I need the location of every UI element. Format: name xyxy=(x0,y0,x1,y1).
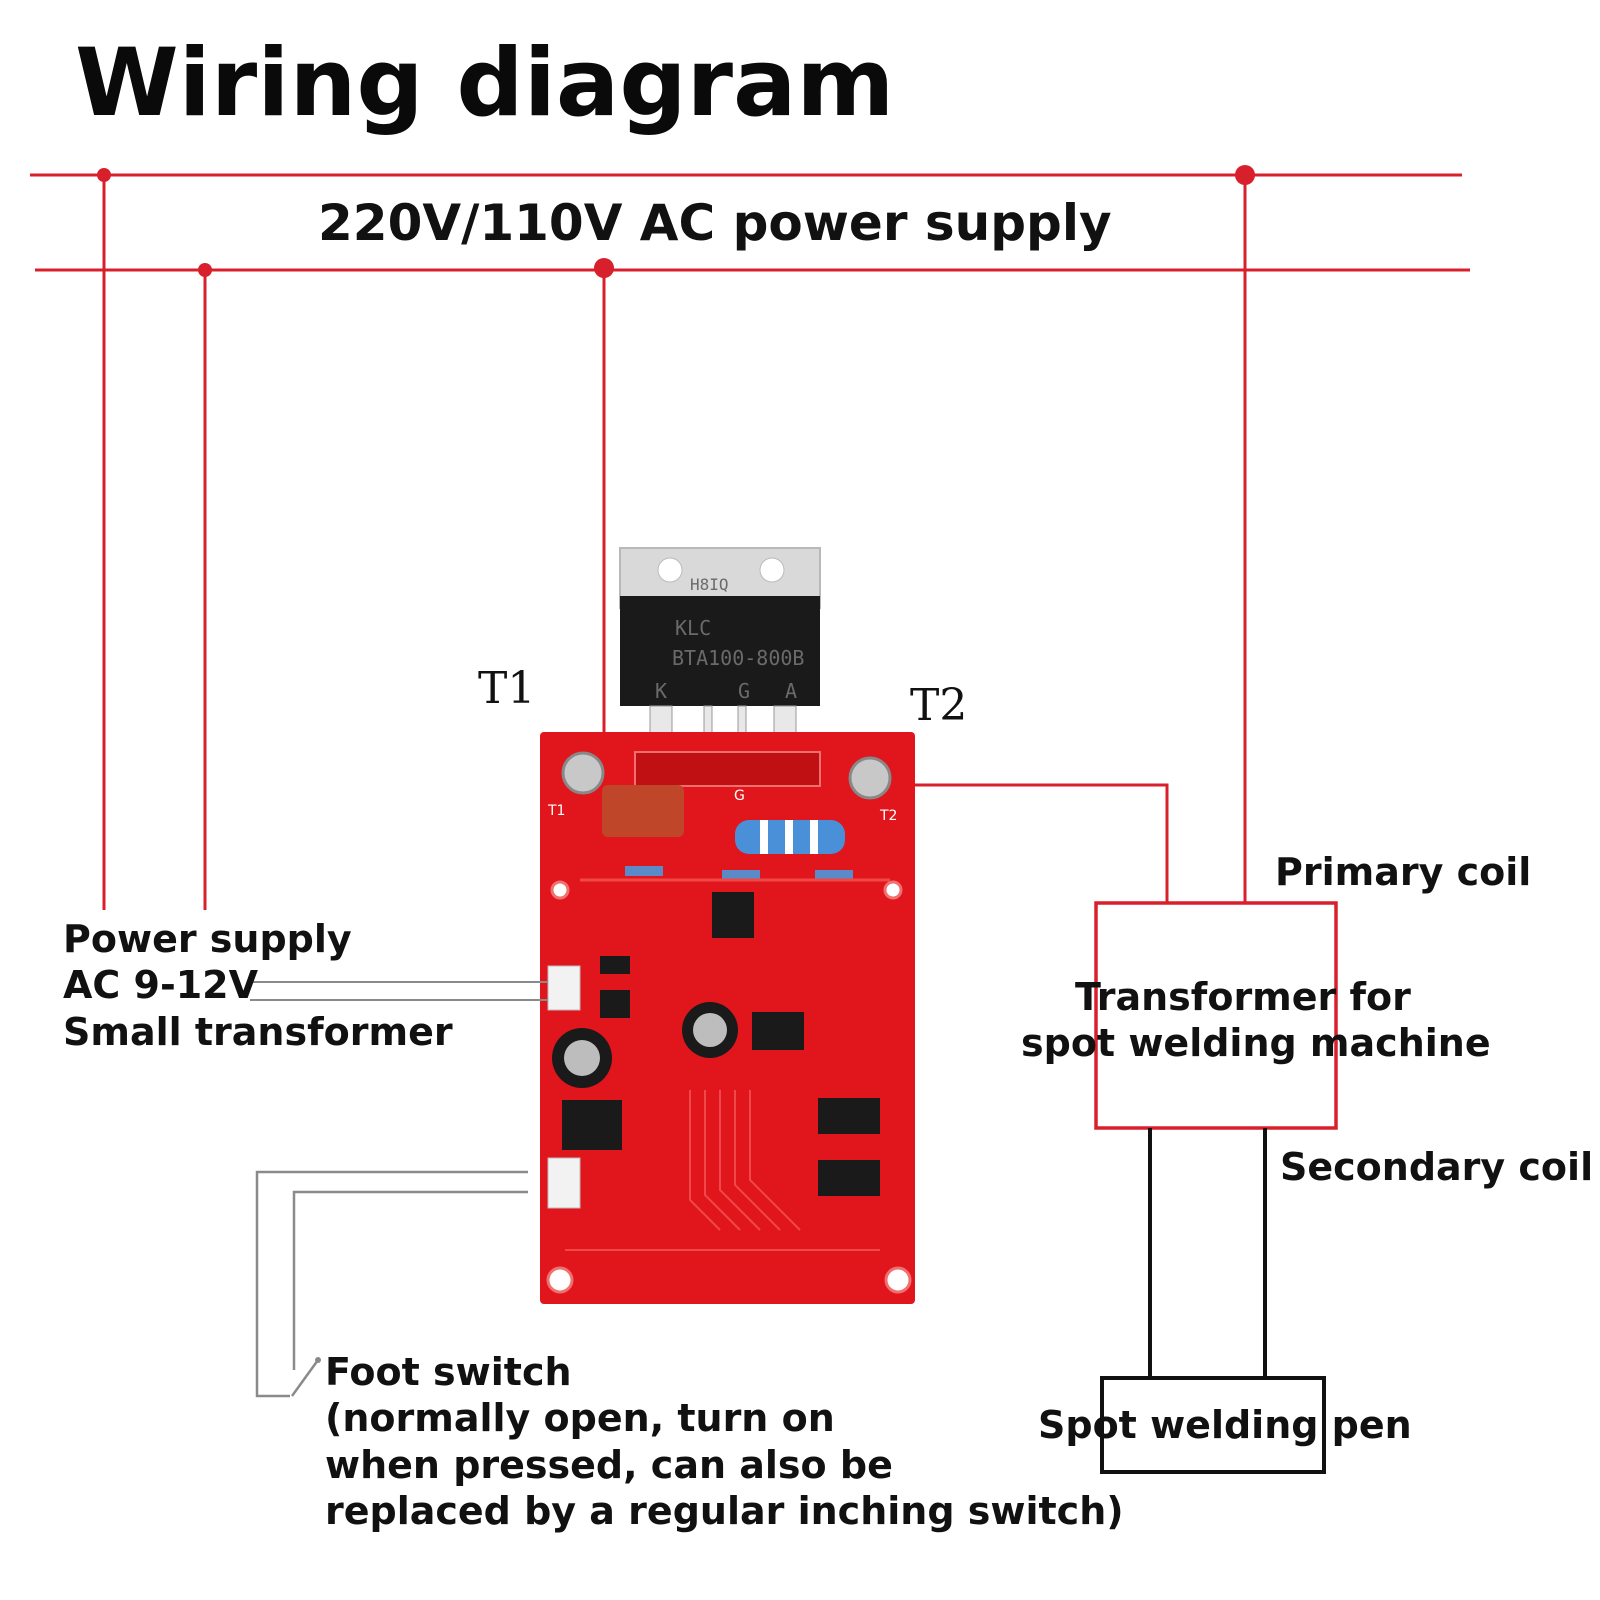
spot-welding-pen: Spot welding pen xyxy=(1038,1376,1412,1474)
welding-transformer-line-2: spot welding machine xyxy=(1021,1021,1491,1065)
triac-model: BTA100-800B xyxy=(672,646,804,670)
triac-pin-g: G xyxy=(738,679,750,703)
terminal-t2-label: T2 xyxy=(910,680,967,731)
foot-switch-line-2: (normally open, turn on xyxy=(325,1396,835,1440)
pcb-screw-t2 xyxy=(848,756,892,800)
heatsink-hole xyxy=(759,557,785,583)
foot-switch-wires xyxy=(255,1170,528,1398)
pcb-trace xyxy=(734,1090,781,1231)
pcb-mounting-hole xyxy=(884,1266,912,1294)
pcb-small-resistor xyxy=(722,870,760,880)
foot-switch-line-3: when pressed, can also be xyxy=(325,1443,893,1487)
ac-mains xyxy=(30,173,1470,910)
spot-welding-pen-label: Spot welding pen xyxy=(1038,1403,1412,1447)
welding-transformer-line-1: Transformer for xyxy=(1075,975,1411,1019)
pcb-small-resistor xyxy=(625,866,663,876)
welding-transformer: Transformer for spot welding machine Pri… xyxy=(1021,850,1593,1189)
pcb-switch-connector xyxy=(547,1157,581,1209)
primary-coil-label: Primary coil xyxy=(1275,850,1531,894)
power-supply-label: 220V/110V AC power supply xyxy=(318,194,1112,252)
triac-body xyxy=(620,596,820,706)
small-transformer-line-3: Small transformer xyxy=(63,1010,453,1054)
pcb-ic xyxy=(818,1160,880,1196)
welding-transformer-box xyxy=(1094,901,1338,1130)
pcb-ic xyxy=(818,1098,880,1134)
small-transformer-line-1: Power supply xyxy=(63,917,352,961)
pcb-traces xyxy=(565,1090,880,1251)
triac-pin-a: A xyxy=(785,679,797,703)
foot-switch-line-4: replaced by a regular inching switch) xyxy=(325,1489,1124,1533)
pcb-trace xyxy=(689,1090,721,1231)
pcb-optocoupler xyxy=(712,892,754,938)
wire-t2-to-primary xyxy=(910,783,1169,903)
pcb-film-capacitor xyxy=(602,785,684,837)
foot-switch-symbol xyxy=(290,1359,320,1397)
secondary-wires xyxy=(1148,1128,1267,1378)
junction-dot xyxy=(594,258,614,278)
heatsink-mark: H8IQ xyxy=(690,575,729,594)
diagram-title: Wiring diagram xyxy=(75,29,894,138)
wire-switch-2 xyxy=(292,1190,528,1370)
heatsink-hole xyxy=(657,557,683,583)
pcb-transistor xyxy=(600,956,630,974)
wire-switch-1 xyxy=(255,1170,528,1398)
pcb-capacitor-top xyxy=(564,1040,600,1076)
pcb-regulator xyxy=(562,1100,622,1150)
small-transformer-label: Power supply AC 9-12V Small transformer xyxy=(63,917,453,1054)
junction-dots xyxy=(97,165,1255,278)
small-transformer-line-2: AC 9-12V xyxy=(63,963,259,1007)
pcb-trace xyxy=(719,1090,761,1231)
pcb-capacitor-top xyxy=(693,1013,727,1047)
pcb-trace xyxy=(704,1090,741,1231)
pcb-transistor xyxy=(600,990,630,1018)
spot-welding-pen-box xyxy=(1100,1376,1326,1474)
secondary-coil-label: Secondary coil xyxy=(1280,1145,1593,1189)
triac-pin-k: K xyxy=(655,679,667,703)
pcb-mounting-hole xyxy=(550,880,570,900)
small-transformer-wires xyxy=(250,981,548,1001)
pcb-power-connector xyxy=(547,965,581,1011)
triac-brand: KLC xyxy=(675,616,711,640)
pcb-mounting-hole xyxy=(883,880,903,900)
pcb-screw-t1 xyxy=(561,751,605,795)
foot-switch-label: Foot switch (normally open, turn on when… xyxy=(325,1350,1124,1533)
terminal-t1-label: T1 xyxy=(478,663,535,714)
junction-dot xyxy=(198,263,212,277)
pcb-silk-t1: T1 xyxy=(547,803,565,819)
pcb-silk-g: G xyxy=(734,788,745,804)
pcb-resistor-band xyxy=(760,820,768,854)
pcb-resistor-band xyxy=(810,820,818,854)
pcb-mounting-hole xyxy=(546,1266,574,1294)
control-pcb: T1 T2 G xyxy=(540,732,915,1304)
pcb-silk-t2: T2 xyxy=(879,808,897,824)
foot-switch-contact xyxy=(315,1357,321,1363)
pcb-terminal-strip xyxy=(634,751,821,787)
pcb-resistor-band xyxy=(785,820,793,854)
pcb-ic xyxy=(752,1012,804,1050)
junction-dot xyxy=(1235,165,1255,185)
pcb-trace xyxy=(749,1090,801,1231)
junction-dot xyxy=(97,168,111,182)
foot-switch-line-1: Foot switch xyxy=(325,1350,572,1394)
pcb-small-resistor xyxy=(815,870,853,880)
